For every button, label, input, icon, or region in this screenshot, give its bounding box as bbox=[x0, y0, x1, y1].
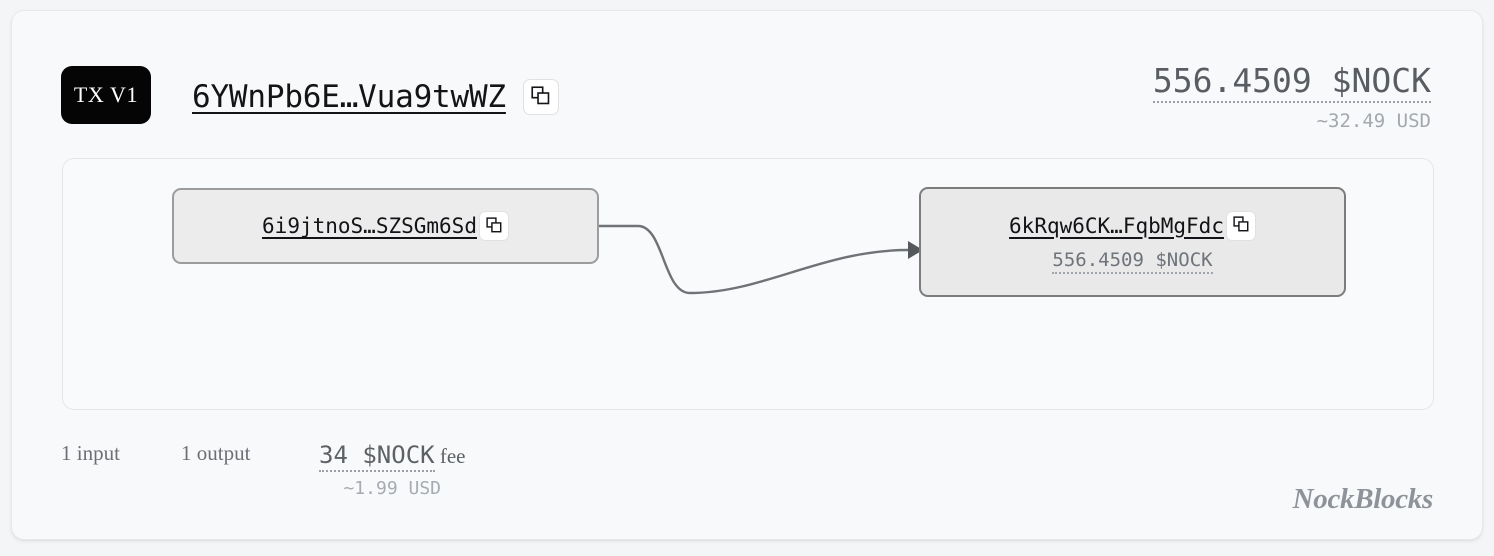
output-address-link[interactable]: 6kRqw6CK…FqbMgFdc bbox=[1009, 213, 1224, 238]
edge-path bbox=[597, 224, 910, 295]
transaction-amount-usd: ~32.49 USD bbox=[1316, 109, 1431, 132]
transaction-card: TX V1 6YWnPb6E…Vua9twWZ 556.4509 $NOCK ~… bbox=[11, 10, 1483, 540]
transaction-amount: 556.4509 $NOCK bbox=[1152, 63, 1431, 103]
copy-icon bbox=[486, 216, 502, 236]
input-node[interactable]: 6i9jtnoS…SZSGm6Sd bbox=[172, 188, 599, 264]
input-address-link[interactable]: 6i9jtnoS…SZSGm6Sd bbox=[262, 214, 477, 238]
fee-usd: ~1.99 USD bbox=[343, 477, 442, 499]
transaction-footer: 1 input 1 output 34 $NOCK fee ~1.99 USD … bbox=[61, 441, 1433, 531]
output-amount: 556.4509 $NOCK bbox=[1052, 249, 1213, 274]
transaction-graph-panel: 6i9jtnoS…SZSGm6Sd 6kRqw6CK…FqbMgFdc bbox=[62, 158, 1434, 410]
fee-suffix: fee bbox=[439, 444, 466, 468]
copy-transaction-hash-button[interactable] bbox=[522, 79, 559, 115]
input-count-label: 1 input bbox=[61, 441, 120, 465]
tx-version-badge: TX V1 bbox=[61, 66, 151, 124]
input-node-row: 6i9jtnoS…SZSGm6Sd bbox=[262, 211, 509, 241]
transaction-amount-block: 556.4509 $NOCK ~32.49 USD bbox=[1152, 63, 1431, 132]
fee-amount: 34 $NOCK bbox=[319, 441, 435, 472]
fee-block: 34 $NOCK fee ~1.99 USD bbox=[319, 441, 465, 499]
transaction-hash-group: 6YWnPb6E…Vua9twWZ bbox=[192, 79, 559, 115]
output-count-label: 1 output bbox=[181, 441, 251, 465]
transaction-header: TX V1 6YWnPb6E…Vua9twWZ 556.4509 $NOCK ~… bbox=[12, 11, 1482, 141]
copy-input-address-button[interactable] bbox=[478, 211, 509, 241]
output-node[interactable]: 6kRqw6CK…FqbMgFdc 556.4509 $NOCK bbox=[919, 187, 1346, 297]
output-node-row: 6kRqw6CK…FqbMgFdc bbox=[1009, 210, 1256, 241]
copy-icon bbox=[1233, 216, 1249, 235]
brand-logo: NockBlocks bbox=[1292, 483, 1434, 515]
footer-stats: 1 input 1 output 34 $NOCK fee ~1.99 USD bbox=[61, 441, 465, 499]
copy-icon bbox=[531, 86, 550, 108]
copy-output-address-button[interactable] bbox=[1225, 210, 1256, 241]
transaction-hash-link[interactable]: 6YWnPb6E…Vua9twWZ bbox=[192, 79, 506, 115]
fee-line: 34 $NOCK fee bbox=[319, 441, 466, 472]
